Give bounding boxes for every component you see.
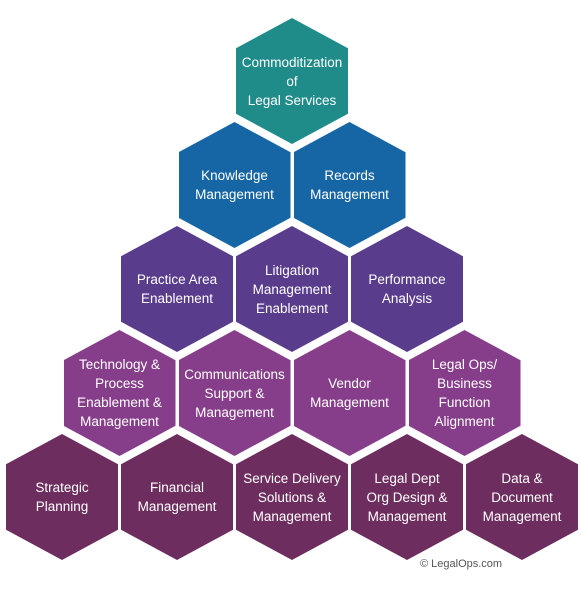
hexagon-label: Vendor Management	[310, 376, 389, 410]
hexagon-label: Service Delivery Solutions & Management	[243, 470, 341, 524]
hexagon-tier3-1: Practice Area Enablement	[121, 226, 233, 352]
hexagon-tier3-3: Performance Analysis	[351, 226, 463, 352]
hexagon-label: Litigation Management Enablement	[252, 262, 332, 316]
hexagon-label: Legal Dept Org Design & Management	[366, 470, 448, 524]
hexagon-tier4-1: Technology & Process Enablement & Manage…	[63, 330, 176, 456]
copyright-notice: © LegalOps.com	[420, 558, 503, 570]
hexagon-base-3: Service Delivery Solutions & Management	[236, 434, 348, 560]
hexagon-label: Technology & Process Enablement & Manage…	[77, 357, 162, 429]
hexagon-base-4: Legal Dept Org Design & Management	[351, 434, 463, 560]
hexagon-label: Practice Area Enablement	[136, 272, 218, 306]
hexagon-label: Legal Ops/ Business Function Alignment	[431, 357, 498, 429]
hexagon-label: Communications Support & Management	[184, 366, 285, 420]
hexagon-label: Knowledge Management	[195, 168, 274, 202]
hexagon-label: Strategic Planning	[35, 480, 89, 514]
hexagon-label: Data & Document Management	[482, 470, 562, 524]
hexagon-tier3-2: Litigation Management Enablement	[236, 226, 348, 352]
hexagon-label: Commoditization of Legal Services	[241, 54, 343, 108]
hexagon-tier4-3: Vendor Management	[293, 330, 406, 456]
hexagon-tier2-2: Records Management	[293, 122, 406, 248]
hexagon-label: Financial Management	[137, 480, 217, 514]
hexagon-tier4-2: Communications Support & Management	[178, 330, 291, 456]
hexagon-base-2: Financial Management	[121, 434, 233, 560]
hexagon-label: Performance Analysis	[368, 272, 446, 306]
hexagon-tier4-4: Legal Ops/ Business Function Alignment	[408, 330, 521, 456]
hexagon-base-5: Data & Document Management	[466, 434, 578, 560]
hexagon-top-1: Commoditization of Legal Services	[236, 18, 348, 144]
hexagon-base-1: Strategic Planning	[6, 434, 118, 560]
hexagon-label: Records Management	[310, 168, 389, 202]
hexagon-tier2-1: Knowledge Management	[178, 122, 291, 248]
